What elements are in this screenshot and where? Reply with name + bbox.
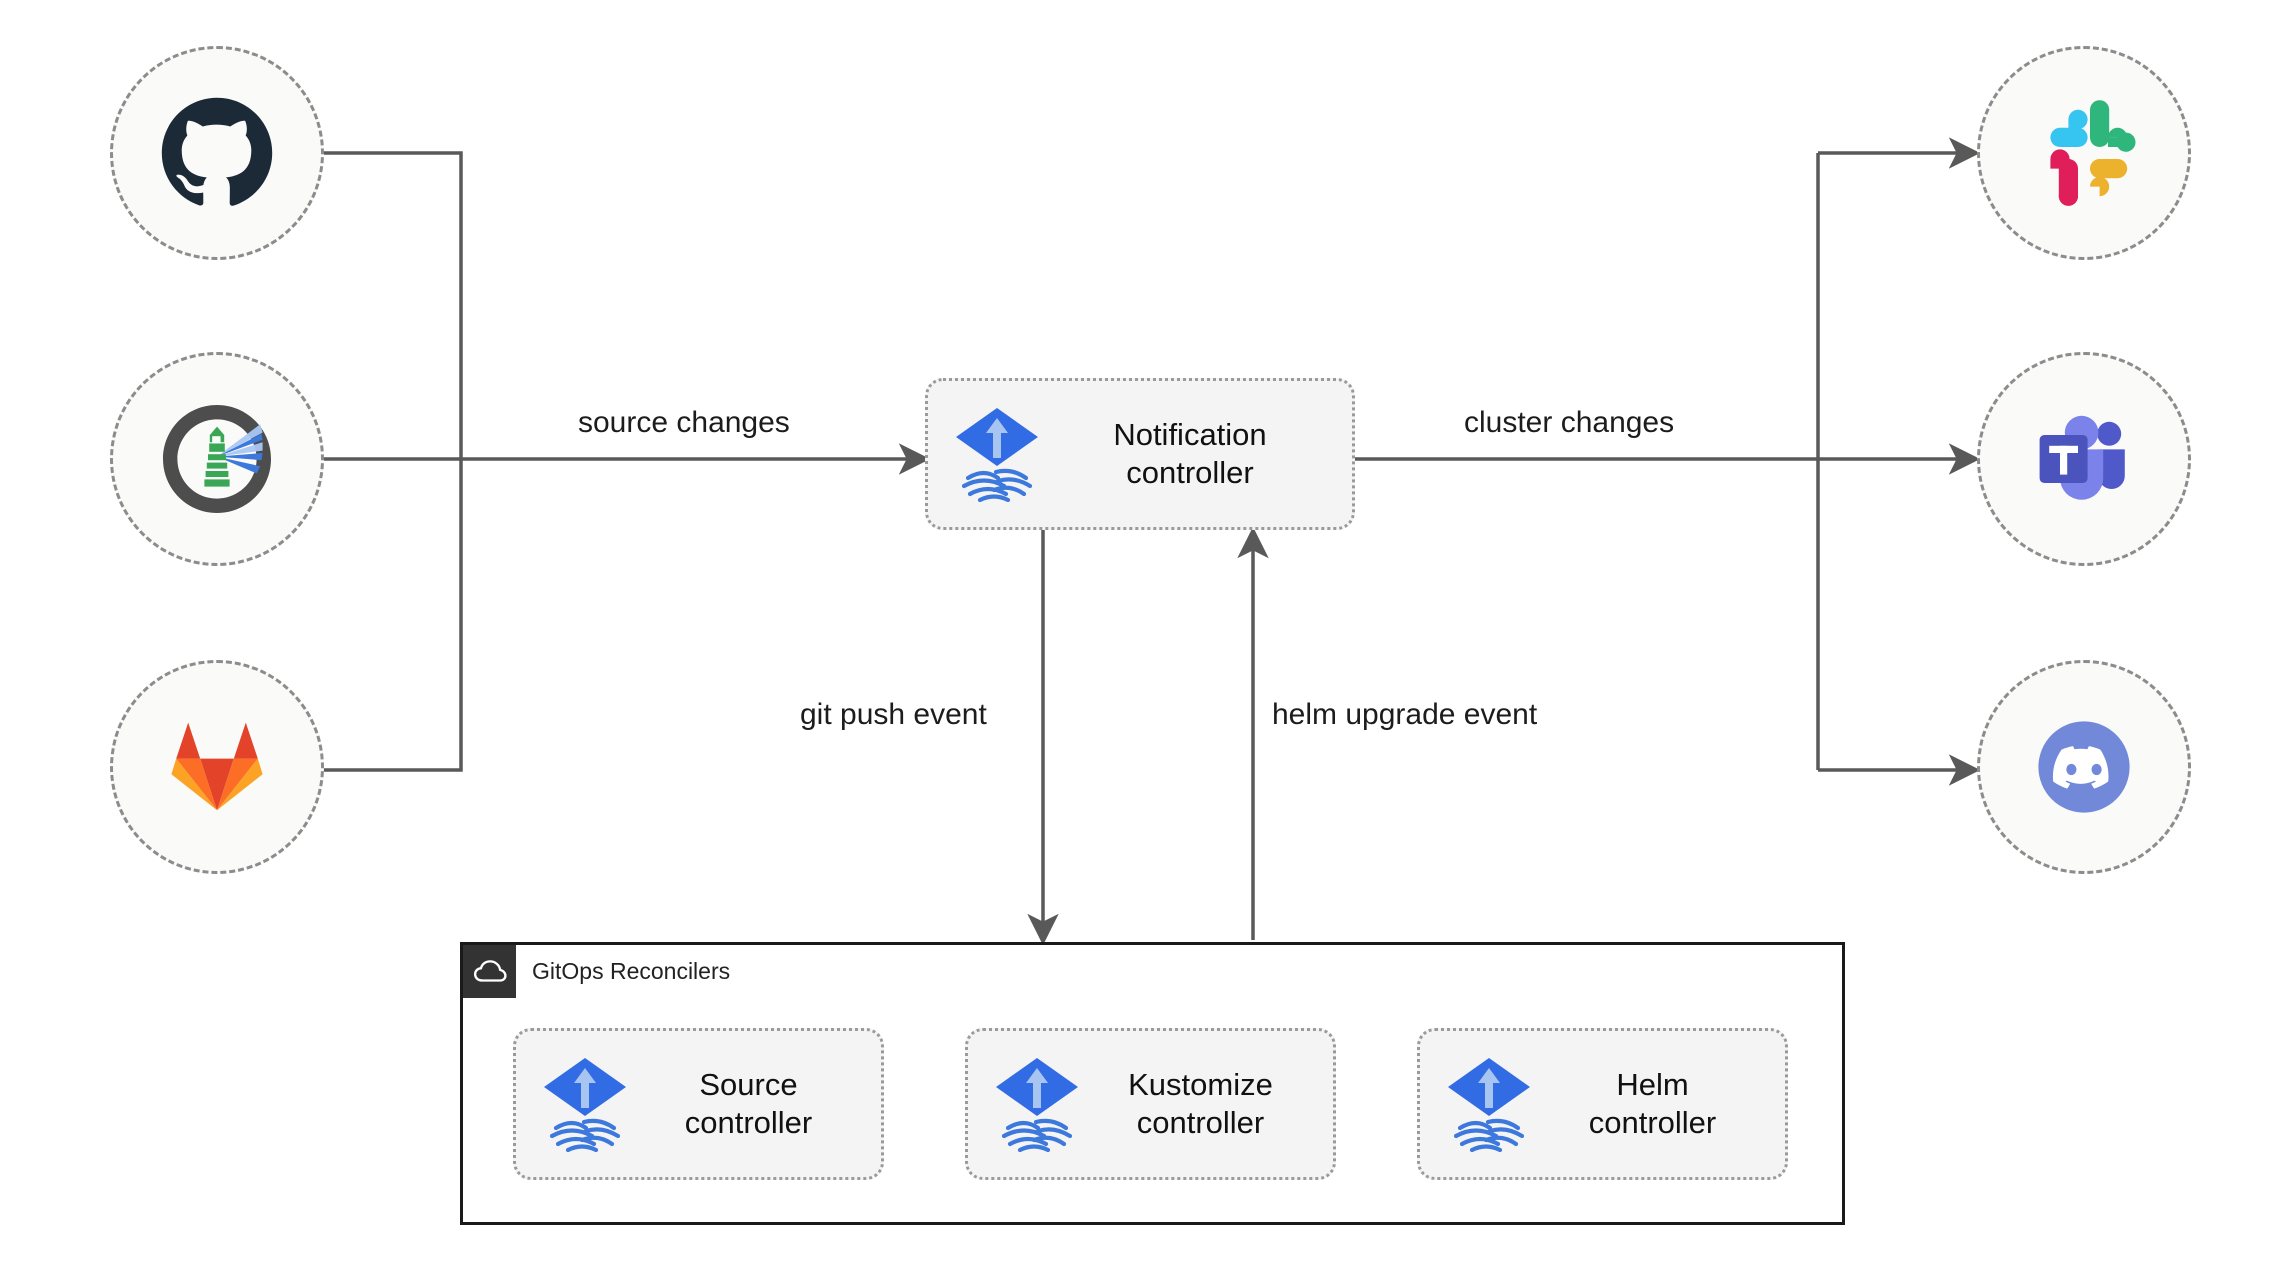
flux-icon	[1448, 1058, 1530, 1152]
edge-label-cluster-changes: cluster changes	[1464, 406, 1675, 439]
cloud-icon	[473, 959, 507, 982]
slack-icon	[2050, 100, 2136, 206]
source-controller-box[interactable]: Source controller	[513, 1028, 884, 1180]
destination-node-discord[interactable]	[1977, 660, 2191, 874]
source-node-github[interactable]	[110, 46, 324, 260]
container-title: GitOps Reconcilers	[532, 958, 731, 984]
github-icon	[161, 97, 273, 206]
source-controller-label: Source controller	[684, 1067, 813, 1140]
helm-controller-box[interactable]: Helm controller	[1417, 1028, 1788, 1180]
kustomize-controller-label: Kustomize controller	[1128, 1067, 1273, 1140]
edge-label-source-changes: source changes	[578, 406, 790, 439]
destination-node-slack[interactable]	[1977, 46, 2191, 260]
source-node-gitlab[interactable]	[110, 660, 324, 874]
flux-icon	[544, 1058, 626, 1152]
edge-label-helm-upgrade-event: helm upgrade event	[1272, 698, 1538, 731]
flux-icon	[956, 408, 1038, 502]
edge-label-git-push-event: git push event	[800, 698, 987, 731]
microsoft-teams-icon	[2039, 415, 2125, 500]
discord-icon	[2038, 721, 2130, 813]
flux-icon	[996, 1058, 1078, 1152]
cloud-icon-tab	[463, 945, 516, 998]
notification-controller-label: Notification controller	[1113, 417, 1267, 490]
destination-node-teams[interactable]	[1977, 352, 2191, 566]
source-node-bucket[interactable]	[110, 352, 324, 566]
wire-sources-trunk	[313, 151, 463, 772]
gitlab-icon	[171, 722, 263, 811]
lighthouse-icon	[163, 405, 271, 513]
helm-controller-label: Helm controller	[1588, 1067, 1717, 1140]
container-header: GitOps Reconcilers	[463, 945, 730, 998]
kustomize-controller-box[interactable]: Kustomize controller	[965, 1028, 1336, 1180]
notification-controller-box[interactable]: Notification controller	[925, 378, 1355, 530]
